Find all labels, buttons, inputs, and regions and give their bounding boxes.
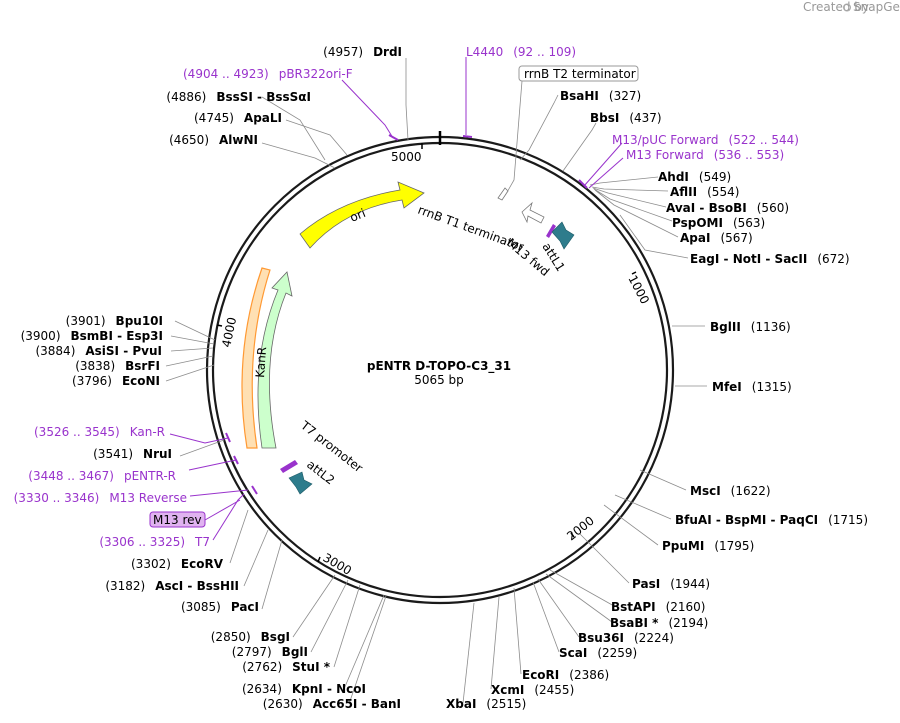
rrnb-t2-label-box [518,65,639,82]
primer-marks [169,57,624,541]
snapgene-logo-icon [843,3,851,12]
site-bsrfi: (3838)BsrFI [75,359,160,373]
site-asci: (3182)AscI - BssHII [105,579,239,593]
ori-label: ori [348,206,368,225]
left-site-labels: (4957)DrdI (4886)BssSI - BssSαI (4745)Ap… [21,45,402,711]
primer-kan-r: (3526 .. 3545)Kan-R [34,425,165,439]
site-ahdi: AhdI(549) [658,170,731,184]
rrnb-t1-arrow [521,201,545,224]
site-bglii: BglII(1136) [710,320,791,334]
tick-label-4000: 4000 [219,316,239,349]
kanr-label: KanR [253,346,269,378]
primer-m13-puc-forward: M13/pUC Forward(522 .. 544) [612,133,799,147]
site-psp0mi: PspOMI(563) [672,216,765,230]
site-bstapi: BstAPI(2160) [611,600,705,614]
site-bsmbi: (3900)BsmBI - Esp3I [21,329,163,343]
m13-fwd-primer-mark [546,224,556,238]
site-xbai: XbaI(2515) [446,697,526,711]
site-bpu10i: (3901)Bpu10I [66,314,163,328]
watermark-text: Created by [803,0,869,14]
right-site-labels: BsaHI(327) BbsI(437) AhdI(549) AflII(554… [446,89,868,711]
plasmid-name: pENTR D-TOPO-C3_31 [367,359,511,374]
site-asisi: (3884)AsiSI - PvuI [35,344,162,358]
site-msci: MscI(1622) [690,484,771,498]
tick-label-5000: 5000 [391,150,422,164]
primer-l4440: L4440(92 .. 109) [466,45,576,59]
site-eagi: EagI - NotI - SacII(672) [690,252,850,266]
site-avai: AvaI - BsoBI(560) [666,201,789,215]
site-ecorv: (3302)EcoRV [131,557,224,571]
site-bsahi: BsaHI(327) [560,89,641,103]
site-paci: (3085)PacI [181,600,259,614]
site-bsgi: (2850)BsgI [211,630,290,644]
attl2-arrow [288,471,313,495]
site-bsssi: (4886)BssSI - BssSαI [166,90,311,104]
brand-text: SnapGene [853,0,900,14]
site-nrui: (3541)NruI [93,447,172,461]
left-leader-lines [165,58,409,705]
site-kpni: (2634)KpnI - NcoI [242,682,366,696]
right-leader-lines [462,94,707,704]
site-drdi: (4957)DrdI [323,45,402,59]
attl1-arrow [551,221,575,250]
site-acc65i: (2630)Acc65I - BanI [263,697,401,711]
rrnb-t2-arrow [497,187,509,201]
site-bbsi: BbsI(437) [590,111,662,125]
primer-pentr-r: (3448 .. 3467)pENTR-R [28,469,176,483]
site-alwni: (4650)AlwNI [169,133,258,147]
primer-pbr322ori-f: (4904 .. 4923)pBR322ori-F [183,67,353,81]
m13-fwd-label: M13 fwd [504,236,552,279]
rrnb-t2-label: rrnB T2 terminator [524,67,636,81]
kanr-orf-arrow [241,267,271,449]
primer-m13-forward: M13 Forward(536 .. 553) [626,148,784,162]
site-bgli: (2797)BglI [232,645,308,659]
m13-rev-label: M13 rev [153,513,202,527]
t7-promoter-primer-mark [280,460,298,473]
primer-labels: (4904 .. 4923)pBR322ori-F L4440(92 .. 10… [14,45,799,549]
kanr-arrow [257,271,293,449]
site-mfei: MfeI(1315) [712,380,792,394]
site-bsabi: BsaBI *(2194) [610,616,708,630]
plasmid-size: 5065 bp [414,373,464,387]
site-bsu36i: Bsu36I(2224) [578,631,674,645]
ori-arrow [299,181,425,249]
site-pasi: PasI(1944) [632,577,710,591]
primer-m13-reverse: (3330 .. 3346)M13 Reverse [14,491,187,505]
site-econi: (3796)EcoNI [72,374,160,388]
site-apai: ApaI(567) [680,231,753,245]
site-ppumi: PpuMI(1795) [662,539,754,553]
site-apali: (4745)ApaLI [194,111,282,125]
site-aflii: AflII(554) [670,185,739,199]
site-scai: ScaI(2259) [559,646,637,660]
site-stui: (2762)StuI * [242,660,330,674]
site-ecori: EcoRI(2386) [522,668,609,682]
primer-t7: (3306 .. 3325)T7 [99,535,210,549]
site-bfuai: BfuAI - BspMI - PaqCI(1715) [675,513,868,527]
site-xcmi: XcmI(2455) [491,683,574,697]
